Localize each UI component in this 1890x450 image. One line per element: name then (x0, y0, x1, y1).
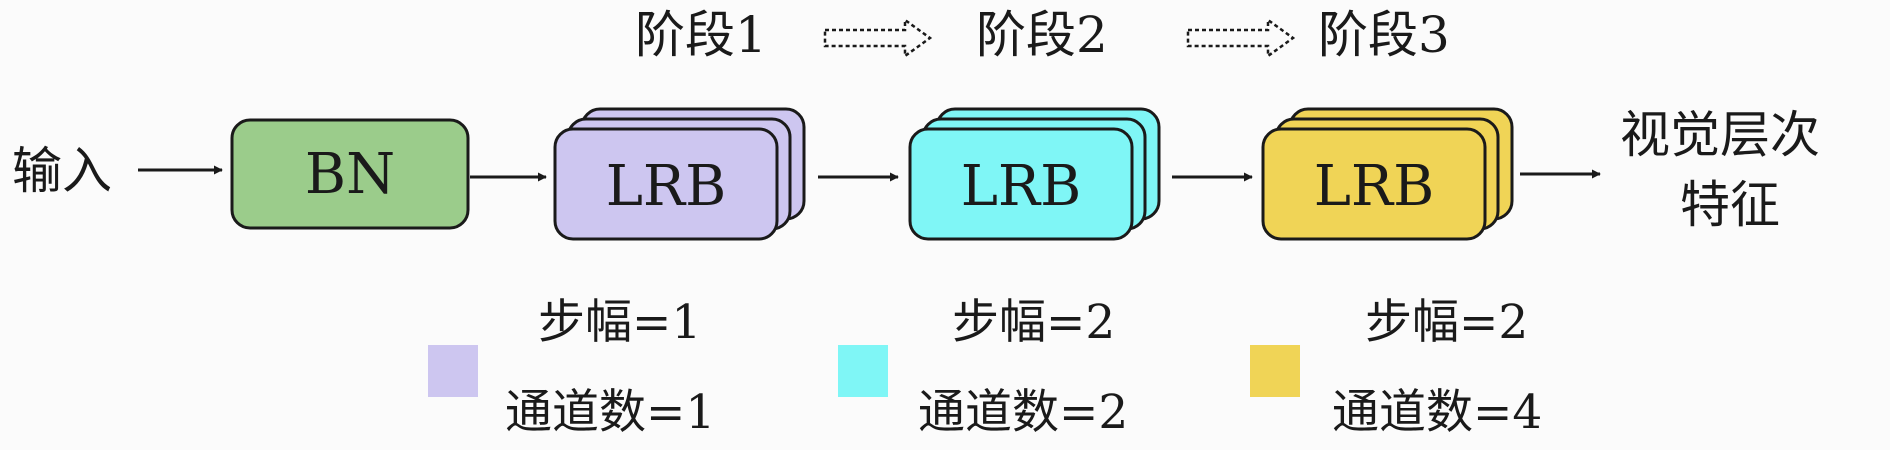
legend-swatch-stage1 (428, 345, 478, 397)
bn-block-label: BN (305, 142, 395, 207)
legend-stage2-stride: 步幅=2 (952, 295, 1115, 350)
legend-stage1-stride: 步幅=1 (538, 295, 701, 350)
legend-stage3-stride: 步幅=2 (1365, 295, 1528, 350)
stage2-front-card (908, 127, 1134, 241)
stage3-front-card (1261, 127, 1487, 241)
stage2-block-label: LRB (961, 154, 1082, 219)
stage2-block-stack: LRB (908, 107, 1161, 241)
stage2-to-stage3-hollow-arrow-icon (1186, 17, 1296, 59)
stage3-block-stack: LRB (1261, 107, 1514, 241)
legend: 步幅=1 通道数=1 步幅=2 通道数=2 步幅=2 通道数=4 (428, 295, 1542, 440)
stage1-to-stage2-hollow-arrow-icon (823, 17, 933, 59)
legend-swatch-stage3 (1250, 345, 1300, 397)
legend-stage3-channels: 通道数=4 (1332, 385, 1542, 440)
legend-stage1-channels: 通道数=1 (505, 385, 715, 440)
legend-stage2-channels: 通道数=2 (918, 385, 1128, 440)
stage3-block-label: LRB (1314, 154, 1435, 219)
input-label: 输入 (12, 142, 112, 200)
stage3-label: 阶段3 (1318, 6, 1450, 64)
stage2-label: 阶段2 (976, 6, 1108, 64)
stage1-block-stack: LRB (553, 107, 806, 241)
stage1-block-label: LRB (606, 154, 727, 219)
stage1-front-card (553, 127, 779, 241)
output-label-line1: 视觉层次 (1620, 106, 1820, 164)
output-label-line2: 特征 (1680, 176, 1780, 234)
bn-block (230, 118, 470, 230)
legend-swatch-stage2 (838, 345, 888, 397)
stage1-label: 阶段1 (635, 6, 767, 64)
